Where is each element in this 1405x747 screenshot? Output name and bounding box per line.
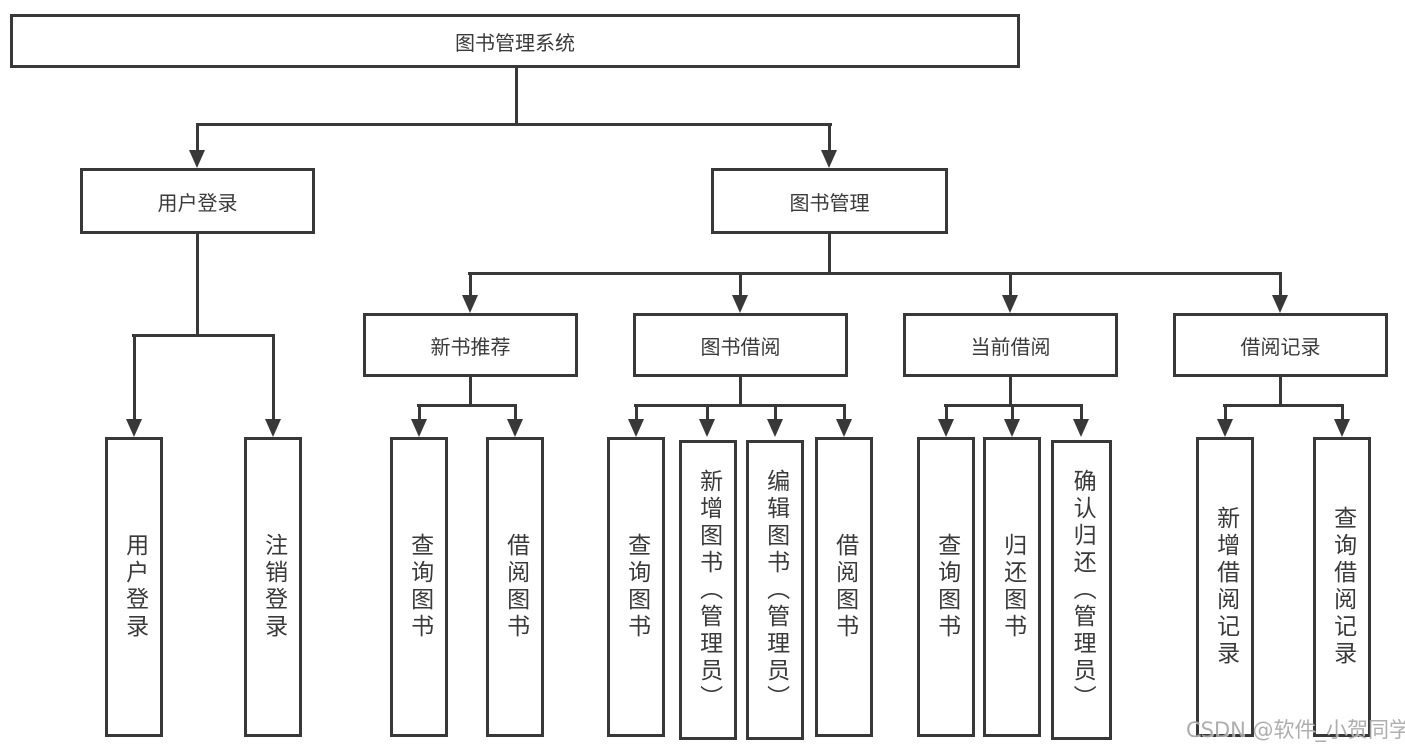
leaf-label: 借阅图书 bbox=[831, 533, 858, 641]
node-label: 借阅记录 bbox=[1240, 334, 1321, 359]
arrow-down-icon bbox=[1002, 273, 1018, 313]
leaf-query-books-current: 查询图书 bbox=[917, 437, 975, 737]
leaf-edit-books-admin: 编辑图书（管理员） bbox=[746, 440, 804, 740]
csdn-watermark: CSDN @软件_小贺同学 bbox=[1186, 718, 1405, 742]
leaf-label: 查询图书 bbox=[933, 533, 960, 641]
leaf-label: 用户登录 bbox=[121, 533, 148, 641]
connector-hline-level1 bbox=[196, 123, 832, 126]
node-new-book-recommend: 新书推荐 bbox=[363, 313, 578, 377]
connector-vline-book-management bbox=[828, 233, 831, 275]
connector-hline-book-borrowing bbox=[634, 404, 846, 407]
leaf-label: 归还图书 bbox=[999, 533, 1026, 641]
leaf-label: 编辑图书（管理员） bbox=[762, 468, 789, 712]
arrow-down-icon bbox=[1073, 405, 1089, 437]
arrow-down-icon bbox=[628, 405, 644, 437]
arrow-down-icon bbox=[189, 124, 205, 168]
leaf-borrow-books: 借阅图书 bbox=[815, 437, 873, 737]
arrow-down-icon bbox=[1272, 273, 1288, 313]
node-book-borrowing: 图书借阅 bbox=[633, 313, 848, 377]
leaf-borrow-books-recommend: 借阅图书 bbox=[486, 437, 544, 737]
connector-hline-new-book bbox=[417, 404, 517, 407]
leaf-user-login: 用户登录 bbox=[105, 437, 163, 737]
leaf-logout: 注销登录 bbox=[244, 437, 302, 737]
leaf-return-books: 归还图书 bbox=[983, 437, 1041, 737]
connector-vline-book-borrowing bbox=[739, 376, 742, 407]
connector-hline-user-login bbox=[132, 334, 275, 337]
leaf-label: 查询借阅记录 bbox=[1329, 506, 1356, 668]
leaf-label: 确认归还（管理员） bbox=[1069, 468, 1096, 712]
leaf-query-books-recommend: 查询图书 bbox=[390, 437, 448, 737]
arrow-down-icon bbox=[767, 405, 783, 437]
connector-hline-book-management bbox=[468, 272, 1282, 275]
arrow-down-icon bbox=[1334, 405, 1350, 437]
arrow-down-icon bbox=[507, 405, 523, 437]
leaf-add-borrow-record: 新增借阅记录 bbox=[1196, 437, 1254, 737]
node-label: 图书借阅 bbox=[700, 334, 781, 359]
leaf-label: 新增借阅记录 bbox=[1212, 506, 1239, 668]
node-current-borrowing: 当前借阅 bbox=[903, 313, 1118, 377]
arrow-down-icon bbox=[836, 405, 852, 437]
arrow-down-icon bbox=[938, 405, 954, 437]
arrow-down-icon bbox=[265, 335, 281, 437]
leaf-query-books-borrowing: 查询图书 bbox=[607, 437, 665, 737]
arrow-down-icon bbox=[1004, 405, 1020, 437]
connector-vline-new-book bbox=[469, 376, 472, 407]
connector-vline-current-borrowing bbox=[1009, 376, 1012, 407]
node-root-system: 图书管理系统 bbox=[10, 14, 1020, 68]
arrow-down-icon bbox=[699, 405, 715, 437]
leaf-query-borrow-record: 查询借阅记录 bbox=[1313, 437, 1371, 737]
arrow-down-icon bbox=[411, 405, 427, 437]
node-label: 当前借阅 bbox=[970, 334, 1051, 359]
leaf-label: 借阅图书 bbox=[502, 533, 529, 641]
connector-hline-current-borrowing bbox=[944, 404, 1083, 407]
connector-vline-borrowing-records bbox=[1279, 376, 1282, 407]
node-label: 新书推荐 bbox=[430, 334, 511, 359]
leaf-label: 新增图书（管理员） bbox=[695, 468, 722, 712]
node-book-management: 图书管理 bbox=[711, 168, 948, 234]
connector-hline-borrowing-records bbox=[1223, 404, 1344, 407]
node-borrowing-records: 借阅记录 bbox=[1173, 313, 1388, 377]
arrow-down-icon bbox=[821, 124, 837, 168]
arrow-down-icon bbox=[462, 273, 478, 313]
node-label: 用户登录 bbox=[157, 190, 238, 215]
connector-vline-user-login bbox=[196, 233, 199, 337]
node-user-login: 用户登录 bbox=[80, 168, 315, 234]
leaf-label: 查询图书 bbox=[623, 533, 650, 641]
leaf-confirm-return-admin: 确认归还（管理员） bbox=[1051, 440, 1112, 740]
leaf-add-books-admin: 新增图书（管理员） bbox=[679, 440, 737, 740]
leaf-label: 注销登录 bbox=[260, 533, 287, 641]
leaf-label: 查询图书 bbox=[406, 533, 433, 641]
node-label: 图书管理系统 bbox=[455, 30, 575, 55]
arrow-down-icon bbox=[1217, 405, 1233, 437]
arrow-down-icon bbox=[126, 335, 142, 437]
arrow-down-icon bbox=[732, 273, 748, 313]
node-label: 图书管理 bbox=[789, 190, 870, 215]
connector-vline-root bbox=[515, 68, 518, 126]
